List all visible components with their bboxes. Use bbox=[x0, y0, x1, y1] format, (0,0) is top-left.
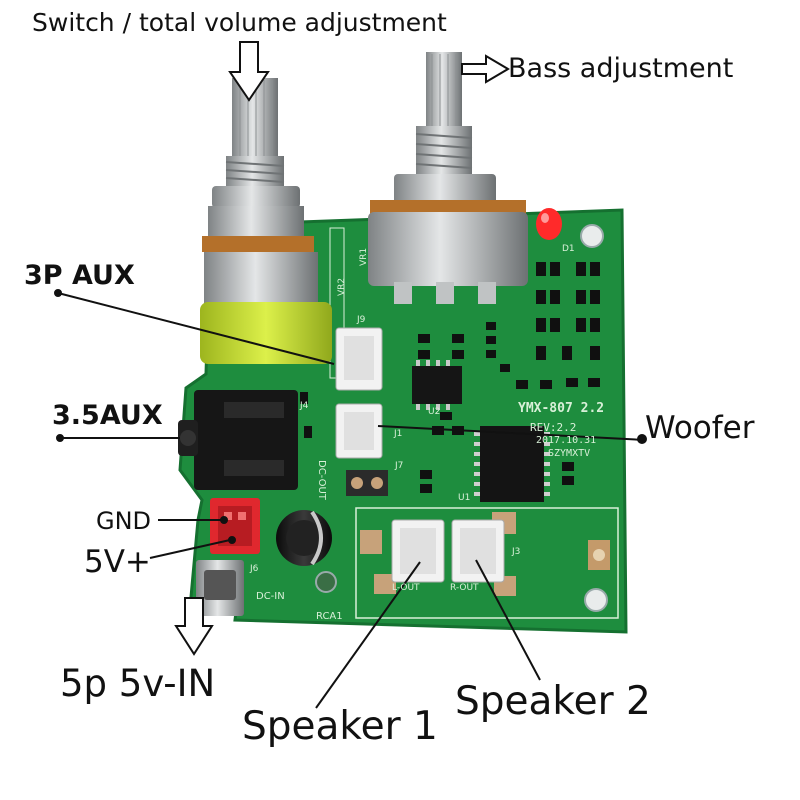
ic-chip-u2 bbox=[412, 360, 462, 410]
5v-plus-label: 5V+ bbox=[84, 544, 151, 580]
volume-potentiometer bbox=[200, 78, 332, 364]
silkscreen-rev: REV:2.2 bbox=[530, 421, 577, 434]
bass-potentiometer bbox=[368, 52, 528, 304]
connector-left-out bbox=[391, 519, 445, 583]
volume-switch-label: Switch / total volume adjustment bbox=[32, 8, 447, 37]
connector-j1 bbox=[335, 403, 383, 459]
micro-usb-port bbox=[196, 560, 244, 616]
silkscreen-dc-in: DC-IN bbox=[256, 591, 285, 602]
silkscreen-vr2: VR2 bbox=[337, 277, 347, 296]
arrow-right-bass bbox=[461, 54, 510, 84]
led-indicator bbox=[536, 208, 562, 240]
dc-out-pads bbox=[346, 470, 388, 496]
silkscreen-dc-out: DC-OUT bbox=[316, 460, 327, 500]
silkscreen-date: 2017.10.31 bbox=[536, 435, 597, 446]
woofer-label: Woofer bbox=[645, 410, 755, 446]
aux-3-5-label: 3.5AUX bbox=[52, 400, 163, 431]
capacitor bbox=[276, 510, 332, 566]
silkscreen-vr1: VR1 bbox=[359, 247, 369, 266]
silkscreen-brand: SZYMXTV bbox=[548, 448, 591, 459]
silkscreen-j6: J6 bbox=[250, 564, 259, 574]
silkscreen-j1: J1 bbox=[394, 429, 403, 439]
silkscreen-rca: RCA1 bbox=[316, 611, 343, 622]
speaker-1-label: Speaker 1 bbox=[242, 704, 438, 749]
silkscreen-j9: J9 bbox=[357, 315, 366, 325]
arrow-down-input bbox=[174, 597, 214, 656]
arrow-down-volume bbox=[228, 41, 270, 102]
silkscreen-u2: U2 bbox=[428, 407, 441, 417]
silkscreen-u1: U1 bbox=[458, 493, 471, 503]
bass-adjustment-label: Bass adjustment bbox=[508, 53, 734, 84]
speaker-2-label: Speaker 2 bbox=[455, 679, 651, 724]
power-connector-red bbox=[210, 498, 260, 554]
gnd-label: GND bbox=[96, 507, 152, 535]
silkscreen-d1: D1 bbox=[562, 244, 575, 254]
audio-jack-3-5mm bbox=[178, 390, 298, 490]
silkscreen-j4: J4 bbox=[300, 401, 309, 411]
5p-5v-in-label: 5p 5v-IN bbox=[60, 662, 216, 705]
ic-chip-u1 bbox=[474, 426, 550, 502]
silkscreen-l-out: L-OUT bbox=[392, 583, 420, 593]
silkscreen-j7: J7 bbox=[395, 461, 404, 471]
smd-components bbox=[300, 262, 600, 493]
callout-lines bbox=[54, 289, 647, 709]
connector-j9 bbox=[335, 327, 383, 391]
silkscreen-j3: J3 bbox=[512, 547, 521, 557]
silkscreen-r-out: R-OUT bbox=[450, 583, 479, 593]
aux-3p-label: 3P AUX bbox=[24, 260, 135, 291]
silkscreen-model: YMX-807 2.2 bbox=[518, 401, 605, 416]
connector-right-out bbox=[451, 519, 505, 583]
